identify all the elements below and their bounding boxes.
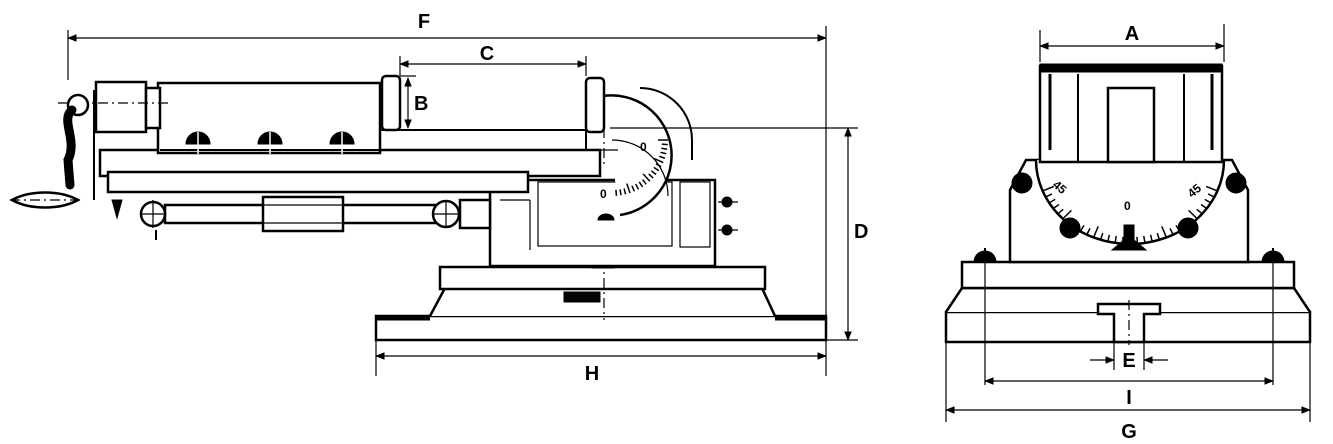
front-view: 45 0 45 A — [944, 23, 1312, 443]
side-slide-body — [98, 148, 602, 194]
scale-tick — [1207, 193, 1215, 198]
front-scale-center: 0 — [1124, 199, 1131, 213]
scale-tick — [1188, 209, 1198, 220]
dimension-label-h: H — [585, 363, 599, 385]
scale-tick — [635, 183, 640, 190]
scale-tick — [642, 173, 651, 182]
scale-tick — [1086, 228, 1091, 235]
scale-tick — [661, 147, 668, 150]
dimension-d: D — [610, 127, 868, 341]
scale-tick — [653, 166, 660, 172]
scale-tick — [1161, 226, 1168, 238]
dimension-f: F — [67, 11, 827, 316]
dimension-label-b: B — [414, 93, 428, 115]
dimension-e: E — [1090, 342, 1168, 372]
side-crank-handle — [9, 80, 168, 209]
dimension-h: H — [375, 340, 827, 385]
dimension-label-d: D — [854, 221, 868, 243]
scale-tick — [623, 188, 627, 195]
side-spindle — [111, 195, 492, 240]
scale-tick — [1048, 198, 1056, 204]
scale-tick — [1079, 224, 1085, 232]
front-base — [944, 248, 1312, 385]
scale-tick — [659, 155, 666, 159]
side-base — [374, 258, 828, 342]
dimension-b: B — [400, 75, 428, 131]
dimension-g: G — [945, 342, 1311, 443]
scale-tick — [1099, 232, 1104, 241]
scale-tick — [1042, 185, 1055, 192]
scale-mark-1: 0 — [600, 187, 607, 201]
scale-tick — [1149, 234, 1153, 242]
scale-tick — [1169, 228, 1174, 235]
dimension-i: I — [984, 377, 1274, 409]
dimension-label-c: C — [480, 43, 494, 65]
scale-tick — [1143, 235, 1146, 244]
scale-tick — [1057, 208, 1064, 215]
scale-tick — [631, 185, 636, 192]
dimension-c: C — [399, 43, 587, 76]
dimension-a: A — [1039, 23, 1225, 62]
front-swivel-body: 45 0 45 — [1008, 158, 1250, 264]
protractor-ticks — [615, 139, 668, 196]
scale-tick — [619, 189, 622, 196]
dimension-label-i: I — [1126, 387, 1132, 409]
dimension-label-a: A — [1125, 23, 1139, 45]
scale-tick — [1045, 193, 1053, 198]
scale-tick — [1156, 232, 1161, 241]
side-protractor: 0 0 — [597, 87, 693, 221]
scale-mark-0: 0 — [640, 140, 647, 154]
scale-tick — [1062, 209, 1072, 220]
dimension-label-g: G — [1121, 421, 1137, 443]
scale-tick — [1052, 203, 1060, 210]
scale-tick — [1107, 234, 1111, 242]
side-jaw-body — [156, 74, 606, 155]
scale-tick — [638, 181, 644, 188]
scale-tick — [1114, 235, 1117, 244]
front-jaw-block — [1038, 63, 1224, 164]
side-view: 0 0 — [9, 11, 868, 385]
scale-tick — [1205, 185, 1218, 192]
dimension-label-f: F — [418, 11, 430, 33]
scale-tick — [648, 173, 654, 179]
scale-tick — [1092, 226, 1099, 238]
scale-tick — [1200, 203, 1208, 210]
scale-tick — [660, 151, 667, 155]
scale-tick — [1196, 208, 1203, 215]
dimension-label-e: E — [1122, 350, 1135, 372]
scale-tick — [1204, 198, 1212, 204]
scale-tick — [653, 157, 664, 164]
scale-tick — [650, 170, 657, 176]
scale-tick — [642, 179, 647, 185]
jaw-screws — [185, 131, 355, 154]
scale-tick — [655, 163, 662, 168]
scale-tick — [626, 183, 631, 194]
